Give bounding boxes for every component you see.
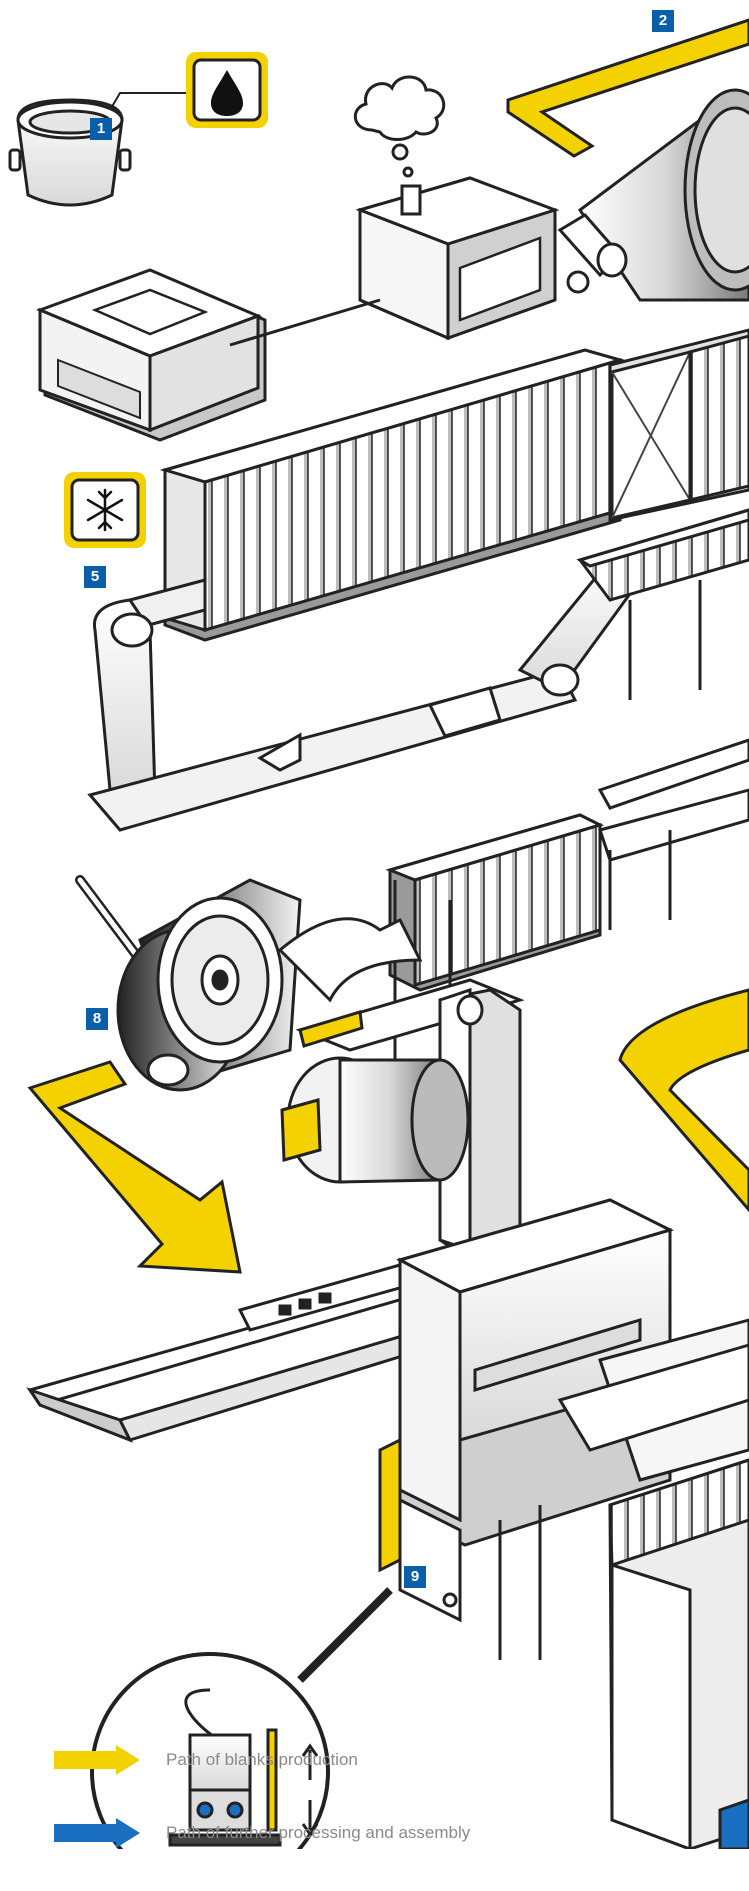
production-line-illustration xyxy=(8,18,749,1849)
paint-bucket xyxy=(8,98,132,207)
step-badge-9: 9 xyxy=(404,1566,426,1588)
sensor-detail-lens xyxy=(90,1587,393,1849)
blank-stack xyxy=(608,1458,749,1849)
bucket-connector xyxy=(109,92,190,111)
steam-cloud-icon xyxy=(354,75,446,178)
step-badge-2: 2 xyxy=(652,10,674,32)
decoiler xyxy=(280,978,525,1262)
cooling-strip-loop xyxy=(87,557,643,832)
paint-drop-icon xyxy=(186,52,268,128)
steel-coil-middle xyxy=(75,875,423,1092)
legend-row-assembly: Path of further processing and assembly xyxy=(54,1818,470,1848)
blue-arrow-icon xyxy=(54,1818,140,1848)
control-unit xyxy=(355,176,590,341)
step-badge-5: 5 xyxy=(84,566,106,588)
legend-label-assembly: Path of further processing and assembly xyxy=(166,1823,471,1842)
snowflake-icon xyxy=(64,472,146,548)
steel-coil-top xyxy=(557,88,749,302)
step-badge-1: 1 xyxy=(90,118,112,140)
sensor-probe-icon xyxy=(168,1688,319,1847)
legend-row-blanks: Path of blanks production xyxy=(54,1745,470,1775)
blanks-path-lower xyxy=(27,1060,242,1274)
press-machine xyxy=(378,1198,749,1660)
blanks-path-right xyxy=(618,988,749,1213)
legend: Path of blanks production Path of furthe… xyxy=(54,1745,470,1891)
yellow-arrow-icon xyxy=(54,1745,140,1775)
legend-label-blanks: Path of blanks production xyxy=(166,1750,358,1769)
blanks-path-top xyxy=(506,18,749,158)
cooling-table xyxy=(576,508,749,700)
annealing-unit xyxy=(385,738,749,1060)
step-badge-8: 8 xyxy=(86,1008,108,1030)
coating-machine xyxy=(35,268,267,442)
